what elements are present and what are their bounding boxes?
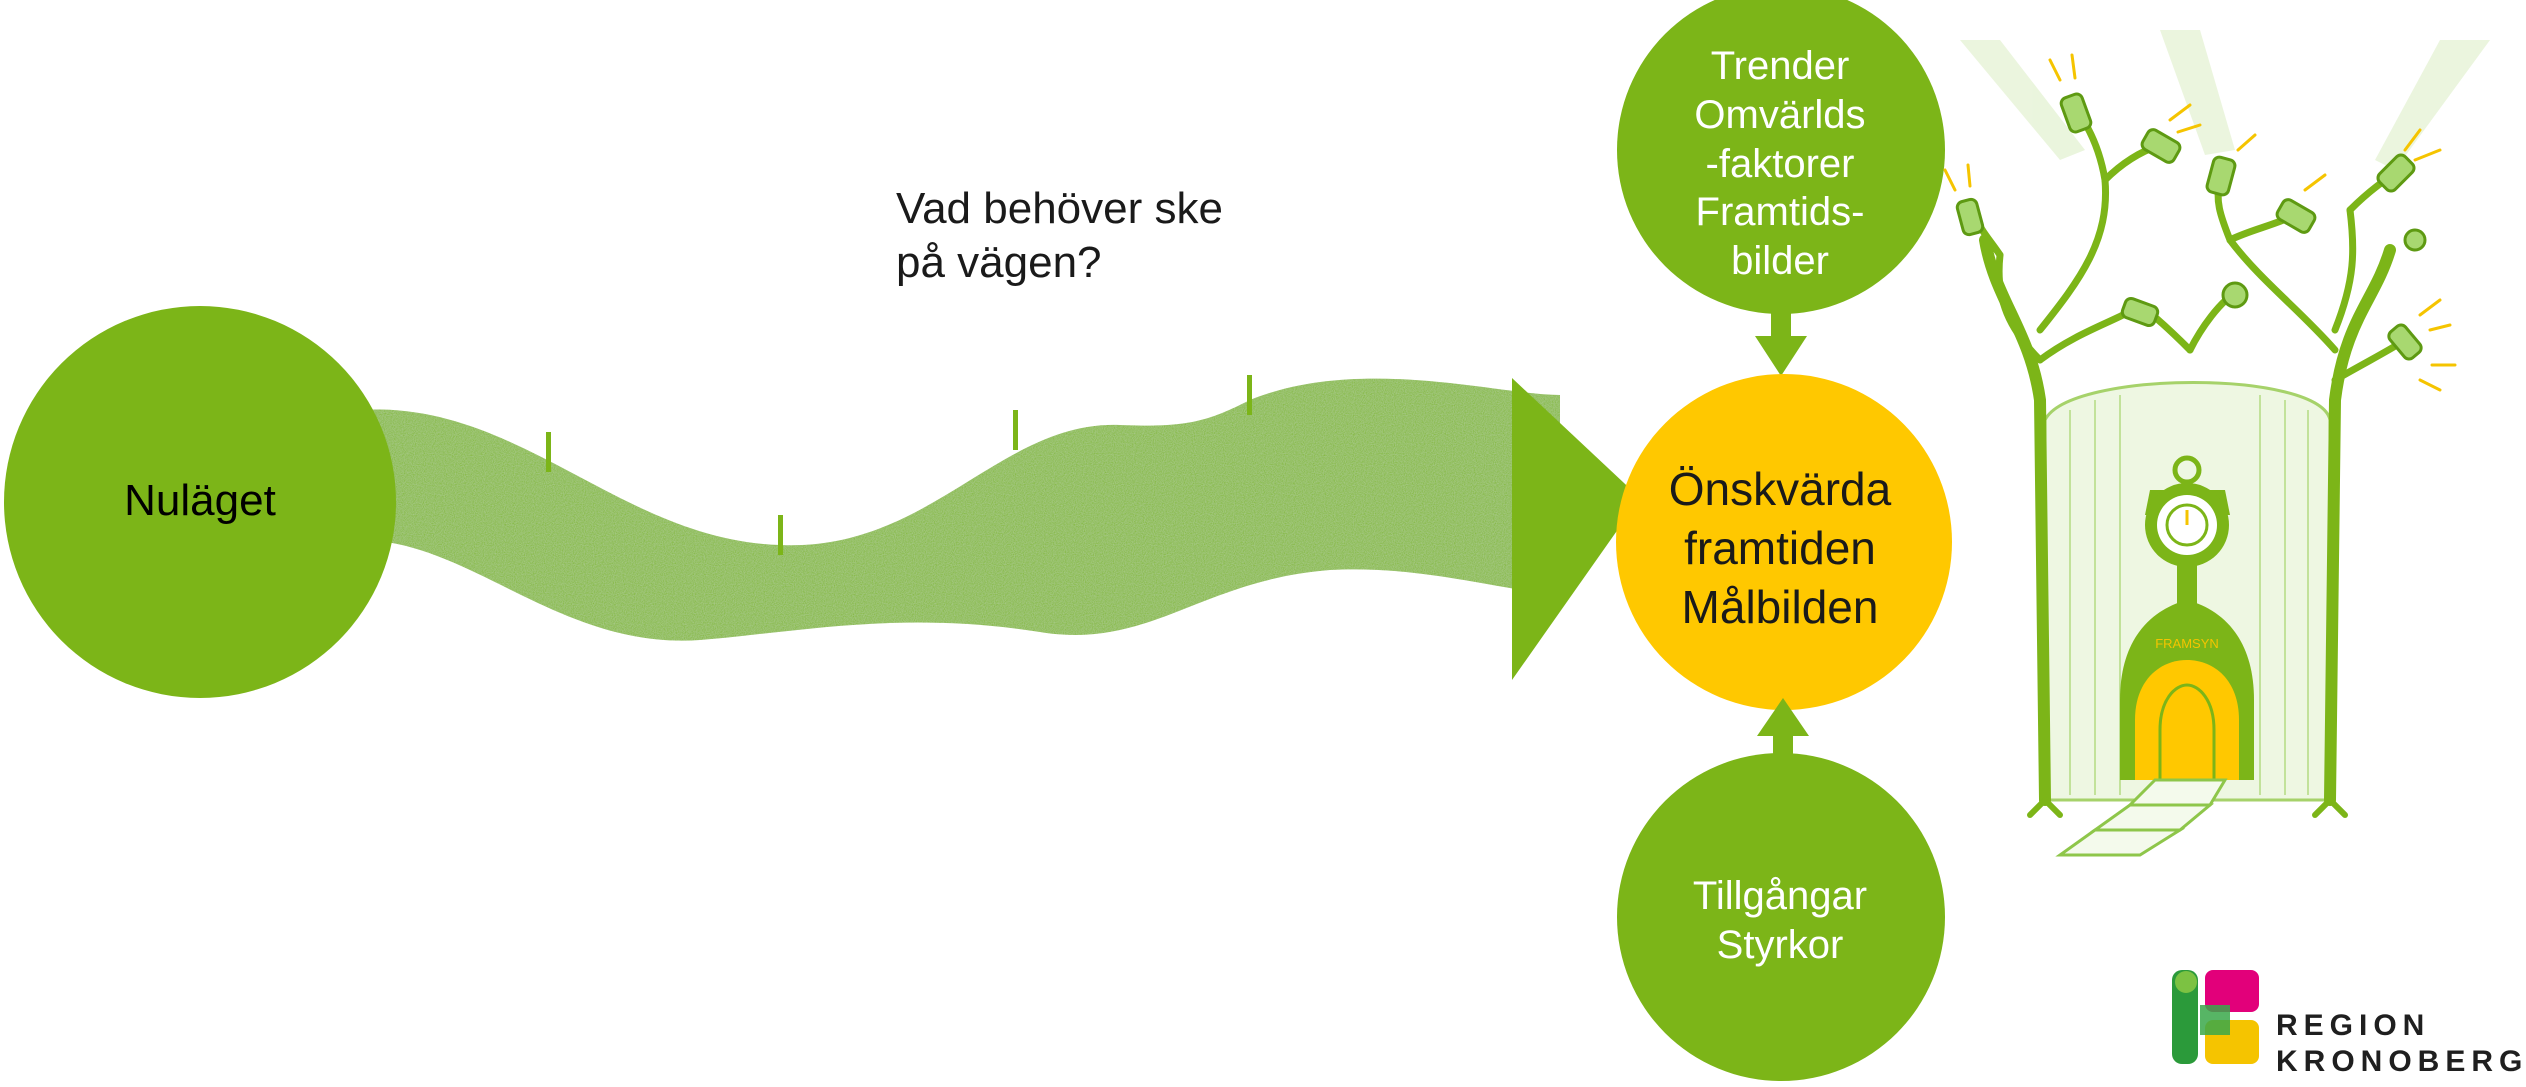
goal-line-2: framtiden	[1684, 521, 1876, 574]
nulaget-circle	[4, 306, 396, 698]
logo-line-2: KRONOBERG	[2276, 1045, 2526, 1078]
top-input-line-3: -faktorer	[1705, 141, 1855, 186]
roots	[2027, 797, 2348, 818]
goal-line-1: Önskvärda	[1668, 463, 1892, 515]
region-kronoberg-logo-mark	[2172, 970, 2259, 1064]
goal-circle	[1616, 374, 1952, 710]
top-input-line-1: Trender	[1710, 44, 1850, 88]
up-arrow-head	[1757, 698, 1809, 736]
down-arrow-head	[1755, 336, 1807, 376]
clock: FRAMSYN	[2120, 455, 2254, 782]
tree-portal-illustration: FRAMSYN	[1943, 30, 2490, 857]
top-input-line-2: Omvärlds	[1694, 92, 1866, 137]
road-post	[1247, 375, 1252, 415]
goal-label: Önskvärda framtiden Målbilden	[1630, 460, 1930, 637]
path-question: Vad behöver ske på vägen?	[896, 182, 1223, 289]
top-input-circle	[1617, 0, 1945, 314]
top-input-label: Trender Omvärlds -faktorer Framtids- bil…	[1610, 42, 1950, 286]
road-post	[778, 515, 783, 555]
tree-trunks	[1979, 234, 2396, 806]
question-line-1: Vad behöver ske	[896, 184, 1223, 233]
region-kronoberg-wordmark: REGION KRONOBERG	[2276, 1008, 2526, 1080]
nulaget-label: Nuläget	[124, 476, 276, 525]
stairs	[2055, 778, 2228, 857]
arrow-head	[1512, 378, 1640, 680]
bottom-input-circle	[1617, 753, 1945, 1081]
road-post	[546, 432, 551, 472]
bottom-input-label: Tillgångar Styrkor	[1610, 872, 1950, 970]
road-post	[1013, 410, 1018, 450]
goal-line-3: Målbilden	[1681, 580, 1879, 633]
clock-label: FRAMSYN	[2155, 636, 2219, 651]
down-arrow-shaft	[1771, 300, 1791, 342]
bottom-input-line-1: Tillgångar	[1692, 874, 1868, 918]
bottom-input-line-2: Styrkor	[1716, 922, 1844, 967]
top-input-line-5: bilder	[1731, 239, 1829, 284]
light-rays	[1960, 30, 2490, 170]
logo-line-1: REGION	[2276, 1009, 2431, 1042]
top-input-line-4: Framtids-	[1695, 190, 1865, 235]
wavy-road	[360, 378, 1560, 641]
lamps	[1955, 92, 2427, 361]
question-line-2: på vägen?	[896, 237, 1102, 287]
lamp-rays	[1943, 53, 2457, 392]
tree-branches	[1971, 111, 2409, 384]
